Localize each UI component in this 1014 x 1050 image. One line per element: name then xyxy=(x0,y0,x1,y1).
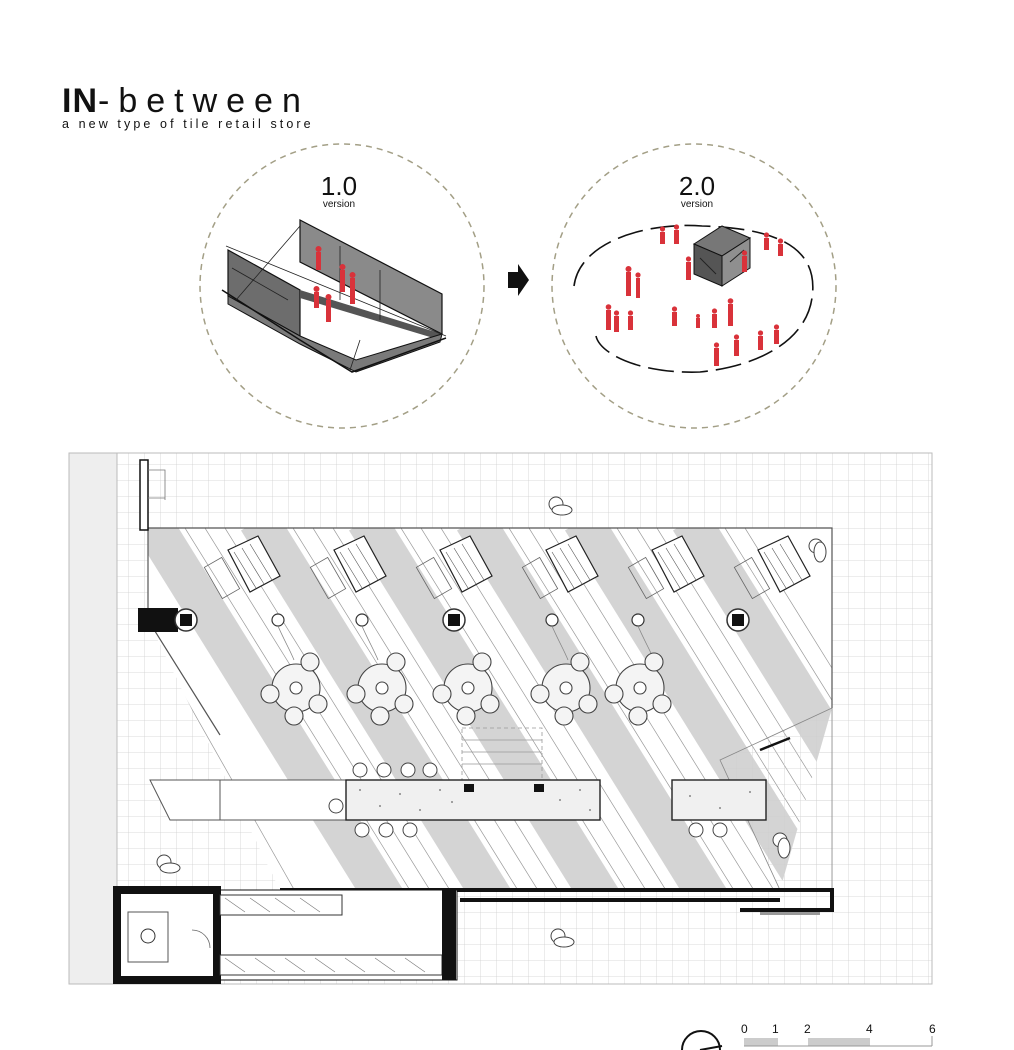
red-figures xyxy=(605,224,784,366)
round-tables xyxy=(260,652,672,726)
page-subtitle: a new type of tile retail store xyxy=(62,117,314,131)
concept-1-label: 1.0 version xyxy=(294,172,384,210)
page-title: IN-between xyxy=(62,82,314,120)
columns xyxy=(174,608,750,661)
back-of-house xyxy=(113,886,458,984)
arrow-right-icon xyxy=(508,264,529,296)
title-lead: IN xyxy=(62,82,98,120)
pedestrians xyxy=(156,496,827,948)
scale-tick-1: 1 xyxy=(772,1022,779,1036)
service-counter xyxy=(149,762,767,838)
scale-bar xyxy=(744,1036,933,1047)
concept-2-sketch xyxy=(573,224,814,373)
scale-tick-6: 6 xyxy=(929,1022,936,1036)
floor-plan xyxy=(68,452,933,985)
concept-1-circle xyxy=(199,143,485,429)
title-block: IN-between a new type of tile retail sto… xyxy=(62,82,314,131)
concept-2-circle xyxy=(551,143,837,429)
concept-2-version: version xyxy=(680,199,714,210)
scale-tick-4: 4 xyxy=(866,1022,873,1036)
concept-1-version: version xyxy=(322,199,356,210)
north-arrow-icon xyxy=(681,1030,723,1050)
concept-1-sketch xyxy=(221,219,447,373)
title-rest: -between xyxy=(98,82,310,120)
concept-1-number: 1.0 xyxy=(320,171,358,201)
scale-tick-0: 0 xyxy=(741,1022,748,1036)
sidewalk xyxy=(68,452,118,985)
display-shelves xyxy=(203,535,811,600)
concept-2-number: 2.0 xyxy=(678,171,716,201)
concept-2-label: 2.0 version xyxy=(652,172,742,210)
wall-column xyxy=(138,608,178,632)
scale-tick-2: 2 xyxy=(804,1022,811,1036)
